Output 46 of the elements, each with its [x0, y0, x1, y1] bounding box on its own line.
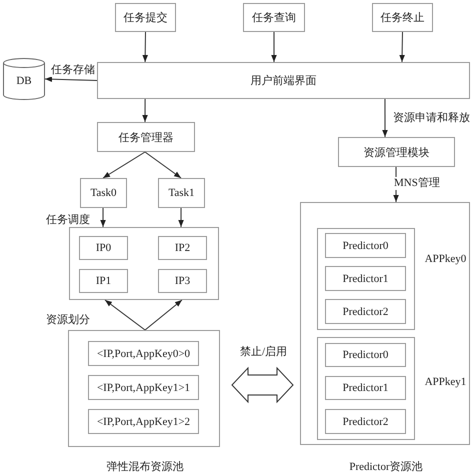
- pool-caption: Predictor资源池: [348, 461, 424, 474]
- process-box: Predictor2: [325, 409, 406, 434]
- arrow: [44, 76, 98, 82]
- process-box: 任务管理器: [97, 122, 195, 152]
- pool-caption: 弹性混布资源池: [106, 461, 184, 474]
- ip-group-box: [69, 227, 219, 300]
- arrow: [102, 152, 146, 178]
- process-box: IP1: [79, 269, 128, 293]
- edge-label: 资源划分: [45, 314, 91, 327]
- process-box: IP2: [158, 236, 207, 260]
- process-box: Predictor0: [325, 343, 406, 367]
- arrow: [100, 208, 106, 228]
- process-box: 用户前端界面: [97, 62, 470, 99]
- process-box: 资源管理模块: [338, 137, 455, 167]
- edge-label: MNS管理: [393, 177, 441, 190]
- process-box: Predictor1: [325, 376, 406, 400]
- process-box: IP3: [158, 269, 207, 293]
- process-box: <IP,Port,AppKey1>2: [88, 409, 199, 434]
- process-box: <IP,Port,AppKey1>1: [88, 375, 199, 400]
- edge-label: 资源申请和释放: [392, 112, 471, 125]
- process-box: Predictor1: [325, 266, 406, 291]
- process-box: <IP,Port,AppKey0>0: [88, 341, 199, 366]
- arrow: [142, 32, 148, 62]
- process-box: 任务提交: [115, 3, 176, 32]
- process-box: Predictor0: [325, 233, 406, 258]
- arrow: [399, 32, 405, 62]
- edge-label: 任务存储: [50, 64, 96, 77]
- process-box: Task1: [158, 178, 205, 208]
- edge-label: 任务调度: [45, 214, 91, 227]
- group-label: APPkey0: [424, 253, 468, 266]
- edge-label: 禁止/启用: [239, 346, 288, 359]
- arrow: [382, 98, 388, 138]
- arrow: [144, 300, 182, 330]
- group-label: APPkey1: [424, 376, 468, 389]
- process-box: IP0: [79, 236, 128, 260]
- arrow: [142, 98, 148, 122]
- process-box: 任务查询: [243, 3, 305, 32]
- arrow: [104, 300, 146, 330]
- database-cylinder: DB: [3, 58, 45, 100]
- process-box: Predictor2: [325, 299, 406, 324]
- process-box: 任务终止: [372, 3, 433, 32]
- arrow: [271, 32, 277, 62]
- process-box: Task0: [80, 178, 127, 208]
- arrow: [178, 208, 184, 228]
- arrow: [144, 152, 182, 178]
- double-arrow: [231, 366, 294, 404]
